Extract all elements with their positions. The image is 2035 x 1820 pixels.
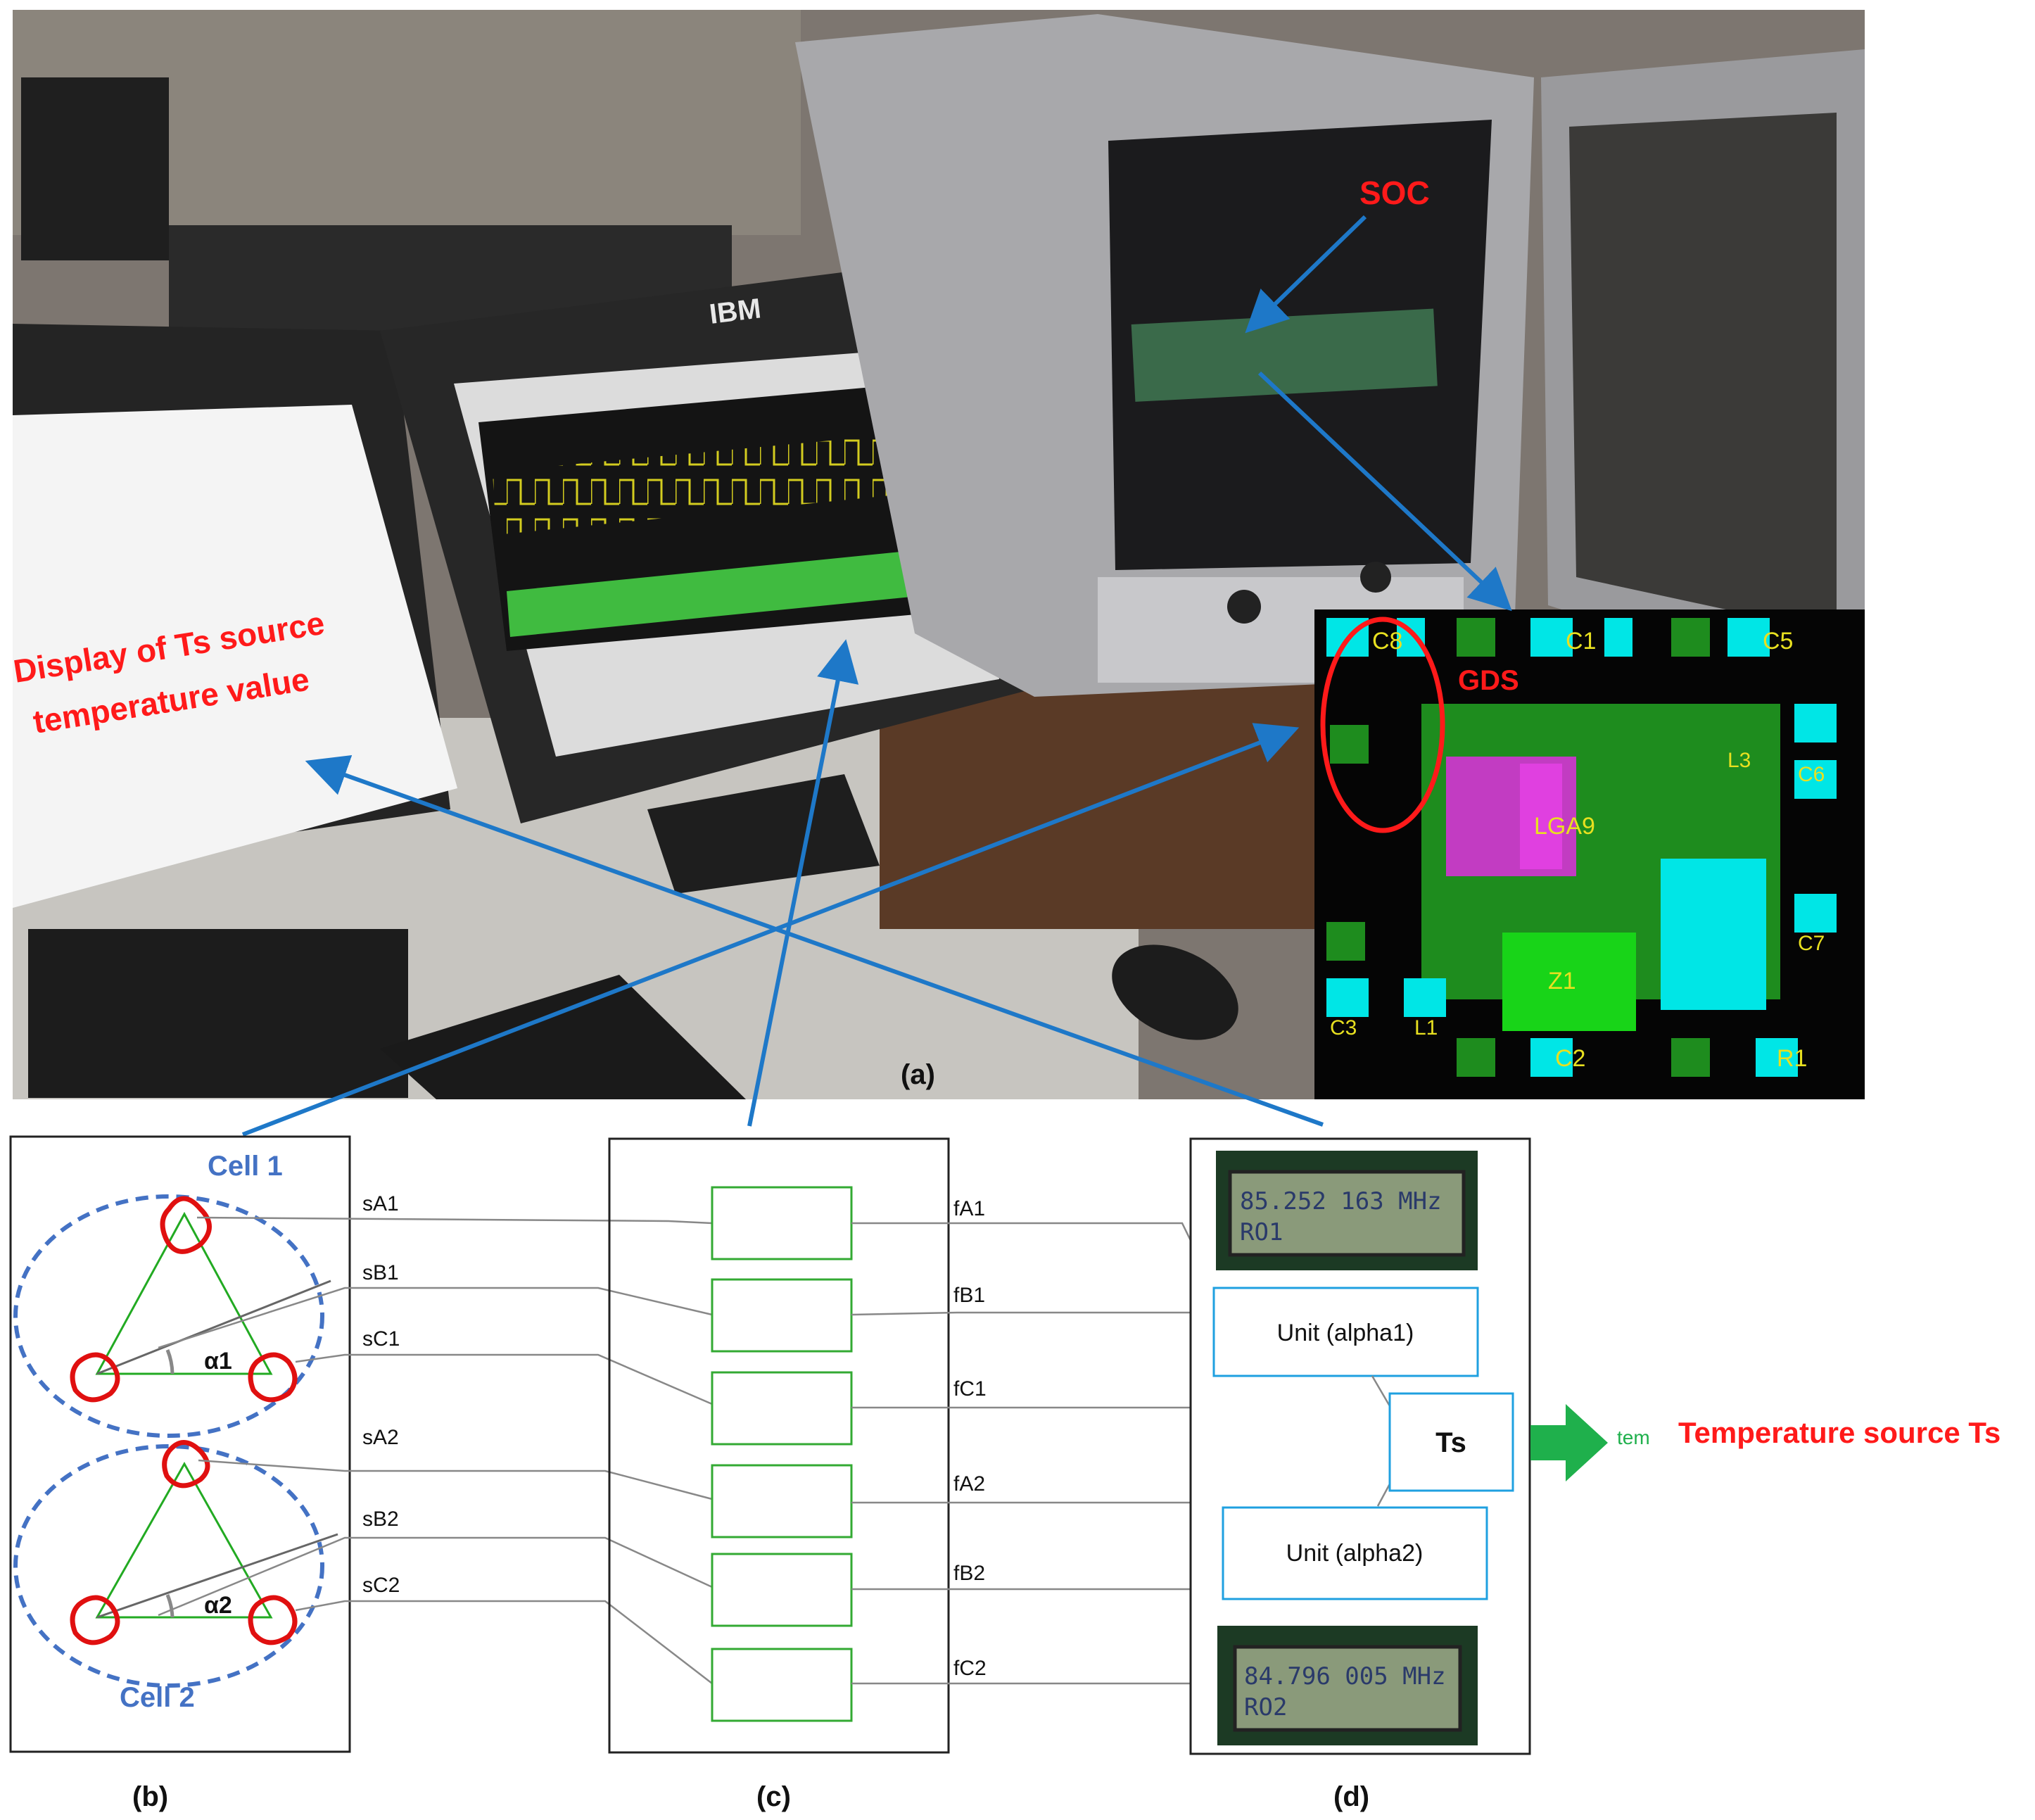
arrow-to-layout bbox=[1257, 371, 1512, 612]
frequency-wires bbox=[851, 1222, 1224, 1685]
panel-c: (c) bbox=[608, 1137, 950, 1812]
lcd-ro2-name: RO2 bbox=[1244, 1693, 1287, 1721]
ts-label: Ts bbox=[1435, 1427, 1466, 1458]
sensor-b2 bbox=[70, 1595, 120, 1645]
arrow-b-to-layout bbox=[241, 723, 1300, 1137]
soc-label: SOC bbox=[1359, 175, 1430, 211]
freq-label-fc1: fC1 bbox=[953, 1377, 987, 1401]
connector-arrows bbox=[241, 215, 1512, 1137]
oscillator-box-a2 bbox=[711, 1464, 853, 1538]
arrow-soc bbox=[1245, 215, 1367, 334]
panel-c-box bbox=[608, 1137, 950, 1754]
sensor-b1 bbox=[70, 1352, 120, 1403]
component-c2: C2 bbox=[1555, 1045, 1585, 1072]
oscillator-box-b1 bbox=[711, 1278, 853, 1353]
layout-inset: C8 C1 C5 L3 C6 LGA9 Z1 C7 C3 L1 C2 R1 GD… bbox=[1314, 609, 1865, 1099]
oscillator-box-a1 bbox=[711, 1186, 853, 1260]
panel-b: Cell 1 Cell 2 α1 α2 (b) bbox=[9, 1135, 351, 1812]
large-pad bbox=[1661, 859, 1766, 1010]
output-label: Temperature source Ts bbox=[1678, 1416, 2001, 1449]
thermal-chamber bbox=[795, 14, 1865, 704]
cell2-triangle bbox=[95, 1461, 273, 1619]
arrow-d-to-display bbox=[305, 754, 1324, 1127]
unit-alpha1-label: Unit (alpha1) bbox=[1277, 1320, 1414, 1346]
unit-alpha2-label: Unit (alpha2) bbox=[1286, 1540, 1424, 1567]
panel-c-label: (c) bbox=[756, 1781, 791, 1812]
panel-a-label: (a) bbox=[901, 1059, 935, 1090]
output-tem-label: tem bbox=[1617, 1427, 1650, 1448]
freq-label-fb1: fB1 bbox=[953, 1284, 985, 1307]
panel-d: 85.252 163 MHz RO1 Unit (alpha1) Ts Unit… bbox=[1189, 1137, 1531, 1812]
unit-alpha1-box bbox=[1212, 1287, 1479, 1377]
panel-d-label: (d) bbox=[1333, 1781, 1369, 1812]
gds-label: GDS bbox=[1458, 665, 1519, 696]
sensor-label-sc1: sC1 bbox=[362, 1327, 400, 1351]
cell2-label: Cell 2 bbox=[120, 1682, 195, 1713]
sensor-wires bbox=[158, 1216, 713, 1684]
component-c5: C5 bbox=[1763, 628, 1793, 655]
oscillator-box-c1 bbox=[711, 1371, 853, 1446]
cell2-ellipse bbox=[13, 1444, 324, 1688]
cell1-label: Cell 1 bbox=[208, 1151, 283, 1182]
alpha2-arc bbox=[165, 1594, 175, 1618]
ts-box bbox=[1388, 1392, 1514, 1492]
gds-highlight-circle bbox=[1320, 617, 1445, 833]
sensor-c2 bbox=[248, 1595, 298, 1645]
keyboard bbox=[380, 975, 746, 1099]
sensor-a2 bbox=[162, 1440, 210, 1489]
monitor-brand: IBM bbox=[708, 293, 763, 330]
sensor-label-sa1: sA1 bbox=[362, 1192, 399, 1215]
freq-label-fa1: fA1 bbox=[953, 1197, 985, 1220]
oscillator-box-c2 bbox=[711, 1648, 853, 1722]
freq-label-fc2: fC2 bbox=[953, 1657, 987, 1680]
sensor-a1 bbox=[160, 1196, 212, 1254]
component-c6: C6 bbox=[1798, 763, 1825, 786]
output-arrow bbox=[1530, 1404, 1608, 1481]
unit-alpha2-box bbox=[1222, 1506, 1488, 1600]
sensor-label-sb2: sB2 bbox=[362, 1508, 399, 1531]
sensor-label-sa2: sA2 bbox=[362, 1426, 399, 1449]
alpha1-label: α1 bbox=[204, 1348, 232, 1375]
mouse bbox=[1112, 944, 1238, 1040]
freq-label-fb2: fB2 bbox=[953, 1562, 985, 1585]
noise-band bbox=[507, 549, 932, 637]
sensor-label-sc2: sC2 bbox=[362, 1574, 400, 1597]
component-c3: C3 bbox=[1330, 1016, 1357, 1039]
lcd-ro1: 85.252 163 MHz RO1 bbox=[1216, 1151, 1478, 1270]
rear-pc bbox=[21, 77, 169, 260]
sensor-c1 bbox=[248, 1352, 298, 1403]
cell1-ellipse bbox=[13, 1194, 324, 1438]
component-lga9: LGA9 bbox=[1534, 813, 1595, 840]
lcd-ro1-value: 85.252 163 MHz bbox=[1240, 1187, 1442, 1215]
lcd-ro2-value: 84.796 005 MHz bbox=[1244, 1662, 1446, 1691]
cell1-triangle bbox=[95, 1211, 273, 1375]
component-z1 bbox=[1502, 933, 1636, 1031]
photo-panel: IBM SOC Display of Ts source temperature… bbox=[11, 10, 1865, 1099]
lcd-ro1-name: RO1 bbox=[1240, 1218, 1283, 1246]
oscillator-box-b2 bbox=[711, 1553, 853, 1627]
arrow-c-to-oscilloscope bbox=[747, 639, 859, 1127]
component-l1: L1 bbox=[1414, 1016, 1438, 1039]
lcd-ro2: 84.796 005 MHz RO2 bbox=[1217, 1626, 1478, 1745]
sensor-label-sb1: sB1 bbox=[362, 1261, 399, 1284]
freq-label-fa2: fA2 bbox=[953, 1472, 985, 1496]
alpha2-label: α2 bbox=[204, 1592, 232, 1619]
component-c8: C8 bbox=[1372, 628, 1402, 655]
component-z1-label: Z1 bbox=[1548, 968, 1576, 994]
alpha1-arc bbox=[165, 1349, 175, 1375]
panel-b-label: (b) bbox=[132, 1781, 168, 1812]
component-c1: C1 bbox=[1566, 628, 1596, 655]
soc-board bbox=[1131, 308, 1438, 402]
component-r1: R1 bbox=[1777, 1045, 1807, 1072]
component-c7: C7 bbox=[1798, 932, 1825, 955]
component-l3: L3 bbox=[1727, 749, 1751, 772]
